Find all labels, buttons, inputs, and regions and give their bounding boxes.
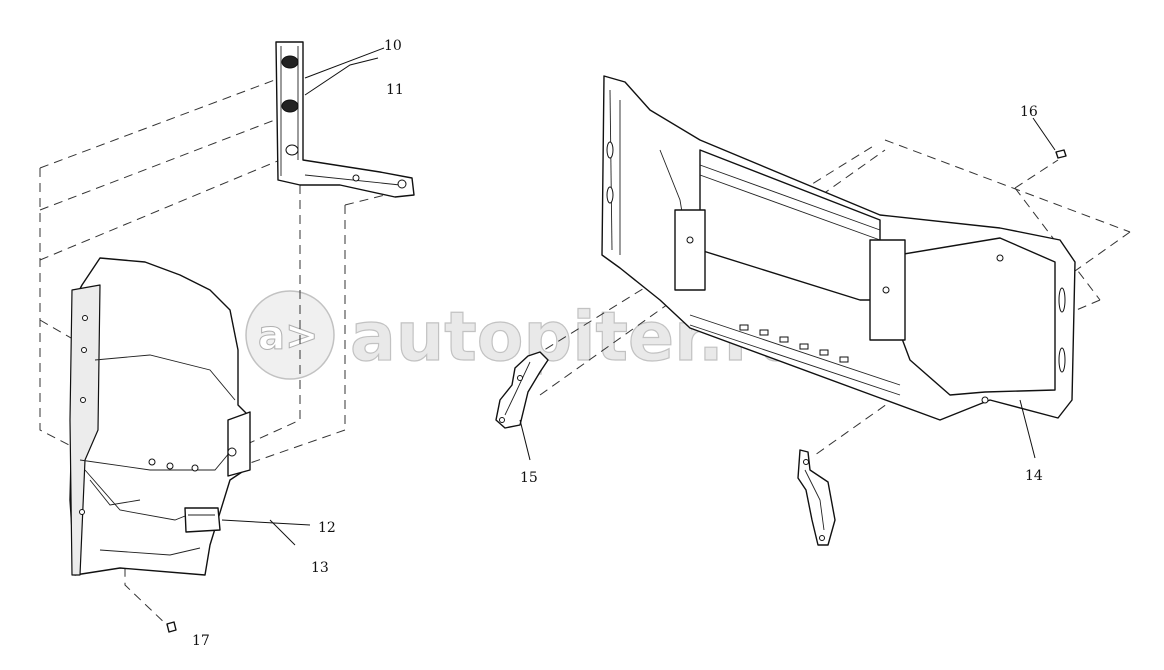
callout-15: 15 xyxy=(520,470,538,486)
mount-hole-icon xyxy=(281,99,299,113)
callout-11: 11 xyxy=(386,82,404,98)
bracket-lower-right xyxy=(797,449,836,546)
watermark-logo: a> xyxy=(245,290,335,380)
side-panel-part-12-13 xyxy=(69,257,251,576)
callout-17: 17 xyxy=(192,633,210,649)
front-frame-part-14 xyxy=(601,75,1076,421)
callout-13: 13 xyxy=(311,560,329,576)
callout-16: 16 xyxy=(1020,104,1038,120)
leader-lines xyxy=(221,47,1056,546)
latch-bracket xyxy=(184,507,221,533)
bolt-part-16 xyxy=(1055,149,1067,159)
callout-12: 12 xyxy=(318,520,336,536)
bracket-part-10-11 xyxy=(275,41,415,198)
callout-labels: 10 11 12 13 14 15 16 17 xyxy=(192,38,1043,649)
mount-hole-icon xyxy=(281,55,299,69)
watermark-logo-glyph: a> xyxy=(258,313,319,359)
bolt-part-17 xyxy=(166,621,177,633)
callout-14: 14 xyxy=(1025,468,1043,484)
bracket-part-15 xyxy=(495,351,549,429)
callout-10: 10 xyxy=(384,38,402,54)
